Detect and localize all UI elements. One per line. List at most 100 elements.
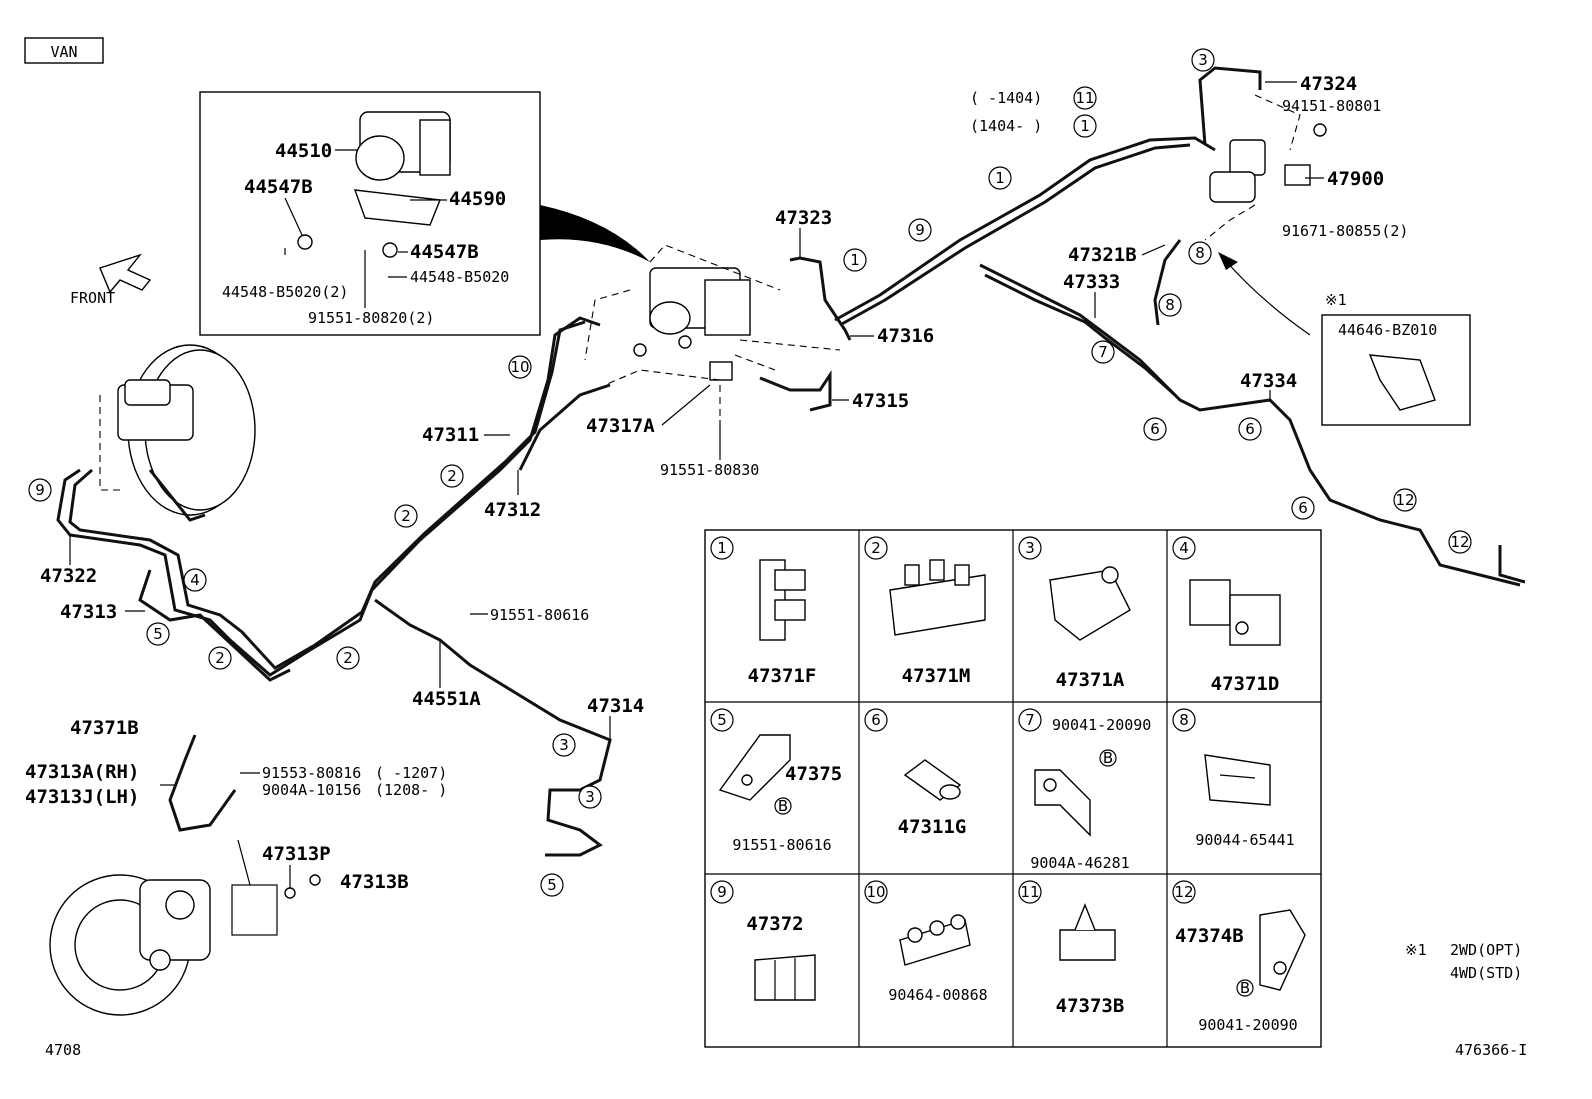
cell-3-num: 3 — [1025, 539, 1035, 557]
cell-11-num: 11 — [1020, 883, 1039, 901]
label-47313: 47313 — [60, 601, 117, 623]
cell-5-bolt: B — [778, 797, 788, 815]
callout-2a: 2 — [440, 464, 464, 488]
clip-47371a-icon — [1049, 566, 1131, 641]
label-44510: 44510 — [275, 140, 332, 162]
label-9004a-10156: 9004A-10156 — [262, 781, 361, 799]
svg-text:4: 4 — [190, 571, 200, 589]
date-note-1: ( -1404) — [970, 89, 1042, 107]
cell-12-part: 47374B — [1175, 925, 1244, 947]
clip-47374b-icon — [1259, 909, 1306, 991]
front-arrow-icon — [99, 253, 152, 294]
label-47334: 47334 — [1240, 370, 1297, 392]
svg-text:12: 12 — [1395, 491, 1414, 509]
callout-10: 10 — [508, 355, 532, 379]
note-1208: (1208- ) — [375, 781, 447, 799]
svg-text:2: 2 — [401, 507, 411, 525]
label-47317a: 47317A — [586, 415, 655, 437]
label-47324: 47324 — [1300, 73, 1357, 95]
callout-6a: 6 — [1143, 417, 1167, 441]
variant-box — [24, 37, 104, 64]
callout-2c: 2 — [208, 646, 232, 670]
cell-12-num: 12 — [1174, 883, 1193, 901]
cell-6-part: 47311G — [898, 816, 967, 838]
clip-47371f-icon — [759, 559, 806, 641]
cell-2-num: 2 — [871, 539, 881, 557]
detail-box — [231, 884, 278, 936]
cell-12-sub: 90041-20090 — [1198, 1016, 1297, 1034]
callout-7: 7 — [1091, 340, 1115, 364]
date-note-2-circle: 1 — [1080, 117, 1090, 135]
label-91551-80830: 91551-80830 — [660, 461, 759, 479]
cell-9-num: 9 — [717, 883, 727, 901]
label-47316: 47316 — [877, 325, 934, 347]
svg-text:6: 6 — [1298, 499, 1308, 517]
clip-90464-00868-icon — [899, 914, 971, 966]
clip-90044-65441-icon — [1204, 754, 1271, 806]
brake-booster-icon — [117, 344, 256, 522]
callout-3a: 3 — [552, 733, 576, 757]
svg-text:6: 6 — [1150, 420, 1160, 438]
label-47311: 47311 — [422, 424, 479, 446]
svg-text:1: 1 — [850, 251, 860, 269]
label-94151-80801: 94151-80801 — [1282, 97, 1381, 115]
label-44548-b5020: 44548-B5020 — [410, 268, 509, 286]
footer-right-code: 476366-I — [1455, 1041, 1527, 1059]
svg-text:12: 12 — [1450, 533, 1469, 551]
callout-2b: 2 — [394, 504, 418, 528]
label-44547b-a: 44547B — [244, 176, 313, 198]
cell-3-part: 47371A — [1056, 669, 1125, 691]
svg-text:3: 3 — [559, 736, 569, 754]
callout-2d: 2 — [336, 646, 360, 670]
cell-1-part: 47371F — [748, 665, 817, 687]
clip-table: 1 47371F 2 47371M 3 47371A 4 47371D 5 47… — [704, 529, 1322, 1048]
cell-10-part: 90464-00868 — [888, 986, 987, 1004]
date-note-1-circle: 11 — [1075, 89, 1094, 107]
label-47315: 47315 — [852, 390, 909, 412]
variant-label: VAN — [50, 43, 77, 61]
label-47313b: 47313B — [340, 871, 409, 893]
cell-7-sub: 90041-20090 — [1052, 716, 1151, 734]
label-47314: 47314 — [587, 695, 644, 717]
clip-47371d-icon — [1189, 579, 1281, 646]
clip-47311g-icon — [903, 759, 962, 801]
cell-5-part: 47375 — [785, 763, 842, 785]
label-91551-80616: 91551-80616 — [490, 606, 589, 624]
callout-1b: 1 — [988, 166, 1012, 190]
cell-8-num: 8 — [1179, 711, 1189, 729]
footnote-line2: 4WD(STD) — [1450, 964, 1522, 982]
svg-text:8: 8 — [1195, 244, 1205, 262]
callout-5a: 5 — [146, 622, 170, 646]
label-47322: 47322 — [40, 565, 97, 587]
callout-6c: 6 — [1291, 496, 1315, 520]
cell-1-num: 1 — [717, 539, 727, 557]
cell-10-num: 10 — [866, 883, 885, 901]
svg-text:2: 2 — [447, 467, 457, 485]
abs-unit-icon — [633, 267, 751, 381]
svg-text:9: 9 — [915, 221, 925, 239]
svg-text:3: 3 — [1198, 51, 1208, 69]
label-47900: 47900 — [1327, 168, 1384, 190]
label-44646-bz010: 44646-BZ010 — [1338, 321, 1437, 339]
clip-47371m-icon — [889, 559, 986, 636]
callout-circles: 1 1 9 10 2 2 2 2 4 5 3 3 5 9 8 8 7 6 6 6… — [28, 48, 1472, 897]
clip-47375-icon — [718, 734, 791, 801]
label-91553-80816: 91553-80816 — [262, 764, 361, 782]
svg-text:9: 9 — [35, 481, 45, 499]
callout-12b: 12 — [1448, 530, 1472, 554]
inset-pointer — [540, 205, 650, 262]
footnote-mark: ※1 — [1405, 941, 1427, 959]
svg-text:2: 2 — [215, 649, 225, 667]
cell-6-num: 6 — [871, 711, 881, 729]
front-label: FRONT — [70, 289, 115, 307]
footnote-line1: 2WD(OPT) — [1450, 941, 1522, 959]
label-47312: 47312 — [484, 499, 541, 521]
cell-12-bolt: B — [1240, 979, 1250, 997]
callout-9b: 9 — [28, 478, 52, 502]
svg-text:5: 5 — [153, 625, 163, 643]
callout-1a: 1 — [843, 248, 867, 272]
clip-47373b-icon — [1059, 903, 1116, 961]
cell-8-part: 90044-65441 — [1195, 831, 1294, 849]
label-47323: 47323 — [775, 207, 832, 229]
